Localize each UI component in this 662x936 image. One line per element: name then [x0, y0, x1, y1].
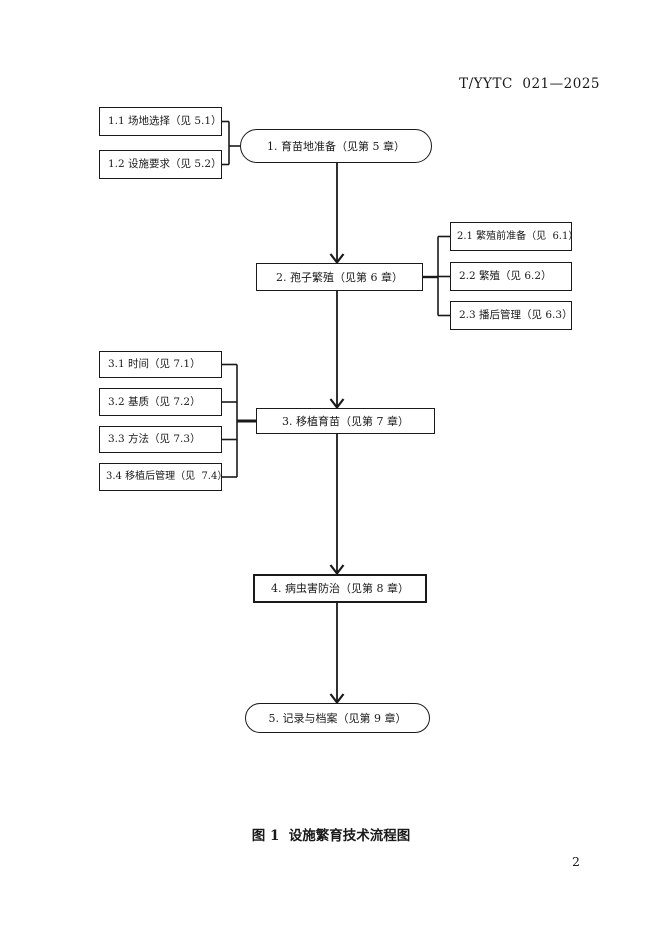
- bracket-step1: [222, 120, 241, 166]
- node-2-1-pre-propagation: 2.1 繁殖前准备（见 6.1）: [450, 222, 578, 251]
- figure-caption: 图 1 设施繁育技术流程图: [251, 828, 411, 844]
- bracket-step2: [423, 235, 450, 317]
- node-2-2-propagation: 2.2 繁殖（见 6.2）: [450, 262, 572, 291]
- node-3-3-method: 3.3 方法（见 7.3）: [99, 426, 222, 453]
- node-3-2-substrate: 3.2 基质（见 7.2）: [99, 388, 222, 416]
- node-2-3-post-sowing-management: 2.3 播后管理（见 6.3）: [450, 301, 573, 330]
- node-1-1-site-selection: 1.1 场地选择（见 5.1）: [99, 107, 222, 136]
- node-2-spore-propagation: 2. 孢子繁殖（见第 6 章）: [256, 263, 423, 291]
- node-3-1-time: 3.1 时间（见 7.1）: [99, 351, 222, 378]
- node-1-2-facility-requirements: 1.2 设施要求（见 5.2）: [99, 150, 222, 179]
- node-1-nursery-preparation: 1. 育苗地准备（见第 5 章）: [240, 129, 432, 163]
- node-3-transplant-nursery: 3. 移植育苗（见第 7 章）: [256, 408, 435, 434]
- node-3-4-post-transplant-management: 3.4 移植后管理（见 7.4）: [99, 463, 227, 491]
- node-4-pest-disease-control: 4. 病虫害防治（见第 8 章）: [253, 574, 427, 603]
- standard-code: T/YYTC 021—2025: [459, 76, 600, 92]
- bracket-step3: [222, 363, 256, 478]
- node-5-records-archives: 5. 记录与档案（见第 9 章）: [245, 703, 430, 733]
- page-number: 2: [572, 854, 580, 869]
